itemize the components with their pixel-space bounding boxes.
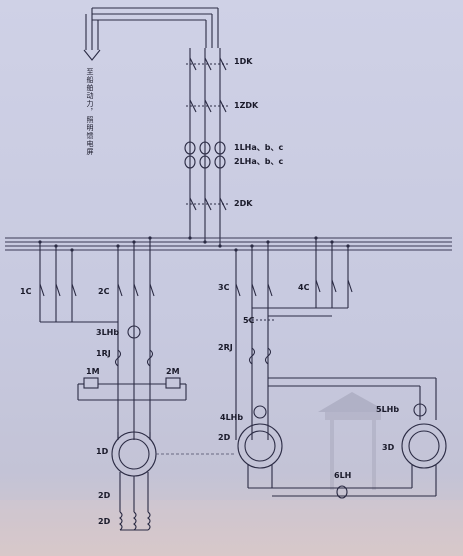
- label-3d: 3D: [382, 443, 395, 452]
- label-1c: 1C: [20, 287, 32, 296]
- motor-3d: [401, 423, 447, 488]
- thermal-relay-1rj: [114, 349, 154, 367]
- contactor-1c: [39, 242, 118, 323]
- label-1m: 1M: [86, 367, 100, 376]
- label-2dk: 2DK: [234, 199, 253, 208]
- label-5c: 5C: [243, 316, 255, 325]
- label-1d: 1D: [96, 447, 109, 456]
- label-2rj: 2RJ: [218, 343, 233, 352]
- label-2d-bottom: 2D: [98, 517, 111, 526]
- contactor-2c: [117, 238, 155, 440]
- vertical-caption: 至船舶动力，照明馈电屏: [86, 68, 94, 156]
- contactor-4c: [252, 238, 353, 317]
- label-4c: 4C: [298, 283, 310, 292]
- ct-5lhb: [413, 403, 427, 417]
- thermal-relay-2rj: [248, 347, 272, 365]
- label-2d: 2D: [218, 433, 231, 442]
- motor-1d: [111, 431, 157, 531]
- feed-3d: [268, 377, 437, 420]
- label-1zdk: 1ZDK: [234, 101, 259, 110]
- label-1rj: 1RJ: [96, 349, 111, 358]
- label-5lhb: 5LHb: [376, 405, 399, 414]
- label-2lha: 2LHa、b、c: [234, 157, 283, 166]
- ct-3lhb: [127, 325, 141, 339]
- label-1lha: 1LHa、b、c: [234, 143, 283, 152]
- current-transformers: [184, 141, 226, 169]
- label-2m: 2M: [166, 367, 180, 376]
- ct-6lh-loop: [248, 485, 437, 499]
- ct-4lhb: [253, 405, 267, 419]
- label-2d-lower: 2D: [98, 491, 111, 500]
- label-3c: 3C: [218, 283, 230, 292]
- contactor-3c: [235, 242, 273, 440]
- motor-2d: [237, 423, 283, 488]
- main-switchgear: [186, 48, 228, 246]
- label-6lh: 6LH: [334, 471, 351, 480]
- label-4lhb: 4LHb: [220, 413, 243, 422]
- background-pavilion: [0, 392, 463, 556]
- motor-1m-2m-box: [77, 377, 187, 401]
- label-1dk: 1DK: [234, 57, 253, 66]
- label-2c: 2C: [98, 287, 110, 296]
- label-3lhb: 3LHb: [96, 328, 119, 337]
- bus-junctions: [38, 236, 350, 252]
- top-feeder: [83, 7, 219, 61]
- busbars: [5, 237, 452, 251]
